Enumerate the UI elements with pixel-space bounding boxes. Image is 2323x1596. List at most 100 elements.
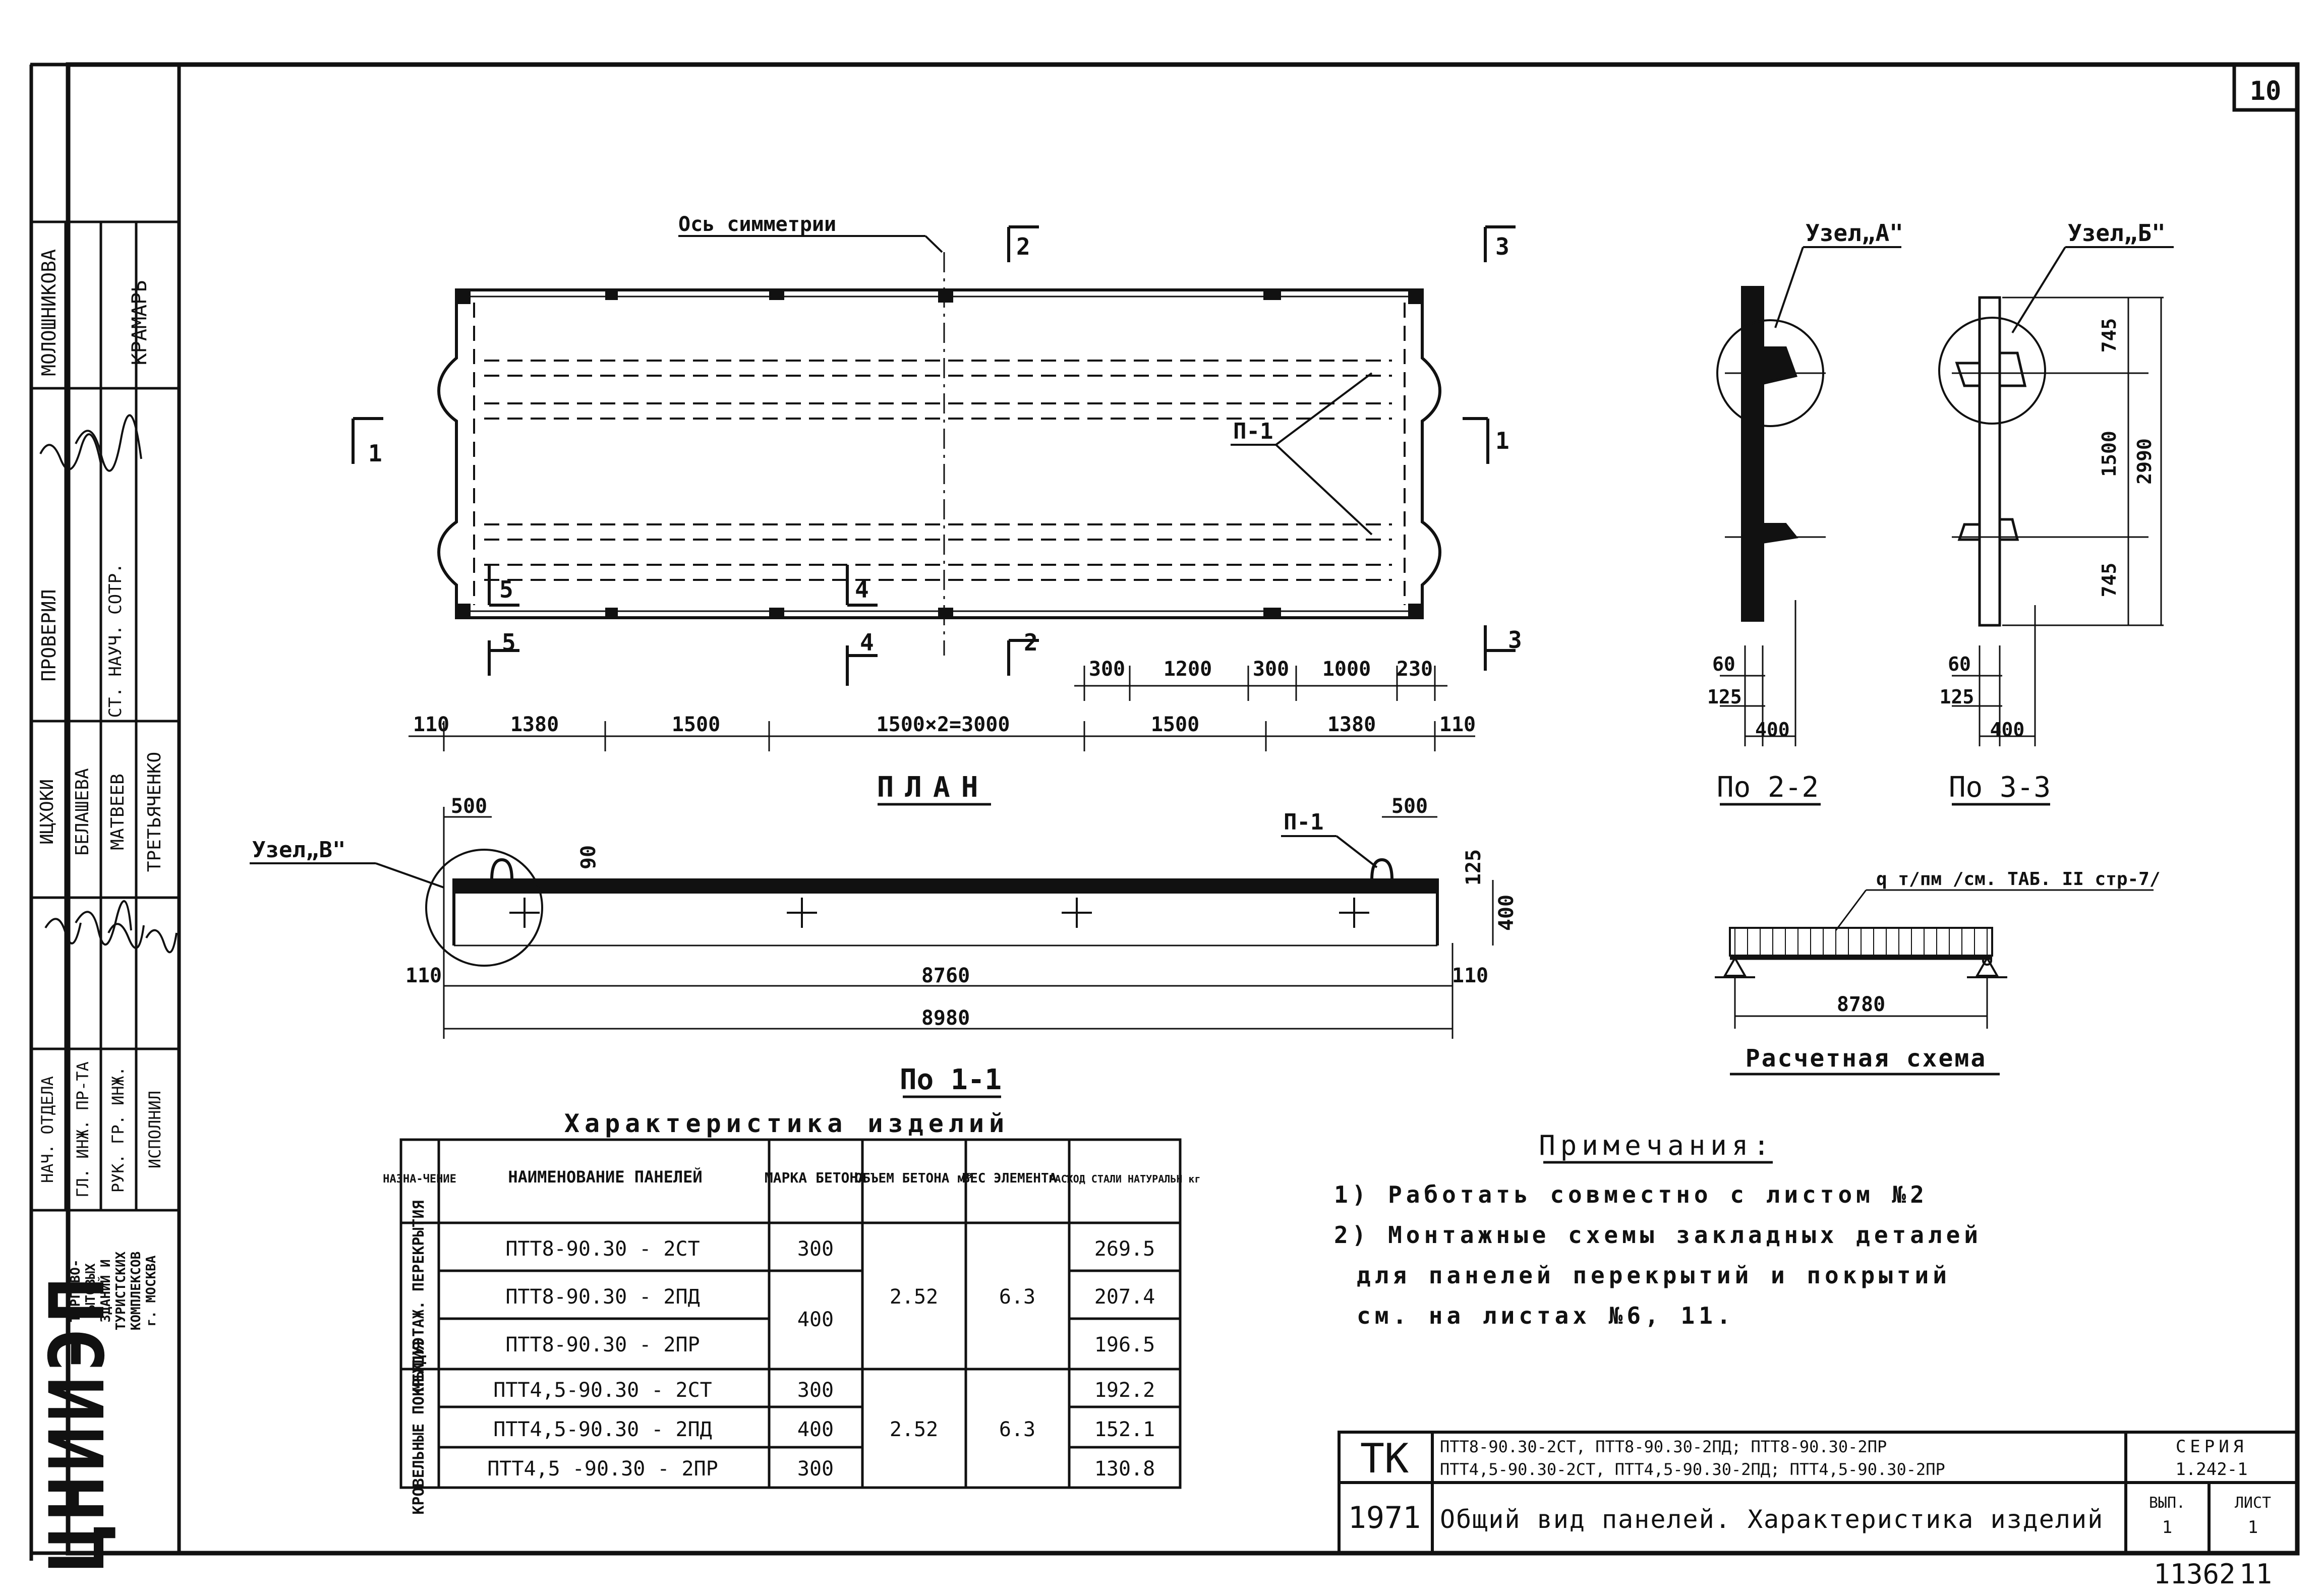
svg-text:5: 5 [502,629,516,656]
section-3-3-view [1938,296,2164,627]
section-3-3-title: По 3-3 [1949,771,2051,804]
tb-description: Общий вид панелей. Характеристика издели… [1440,1505,2104,1534]
svg-text:1500×2=3000: 1500×2=3000 [877,713,1010,736]
note-line: см. на листах №6, 11. [1357,1302,1735,1329]
tb-sheet-value: 1 [2248,1517,2258,1538]
svg-text:2: 2 [1016,233,1030,260]
calc-span: 8780 [1837,993,1885,1016]
svg-text:ОБЪЕМ БЕТОНА м³: ОБЪЕМ БЕТОНА м³ [855,1171,973,1186]
node-a-label: Узел„А" [1806,219,1903,247]
table-cell: 300 [797,1457,834,1481]
plan-bottom-dims: 110 1380 1500 1500×2=3000 1500 1380 110 [413,713,1476,736]
table-cell: ПТТ8-90.30 - 2ПР [505,1333,700,1356]
svg-text:500: 500 [451,795,487,818]
svg-text:60: 60 [1948,653,1971,675]
table-cell: 196.5 [1094,1333,1155,1356]
table-grid [399,1138,1182,1489]
tb-sheet-label: ЛИСТ [2235,1494,2271,1512]
name-4: ТРЕТЬЯЧЕНКО [144,752,165,872]
notes-title: Примечания: [1539,1130,1775,1161]
group-1-purpose: МЕЖДУЭТАЖ. ПЕРЕКРЫТИЯ [410,1200,428,1391]
svg-text:БЫТОВЫХ: БЫТОВЫХ [83,1263,98,1319]
tb-issue-label: ВЫП. [2149,1494,2185,1512]
svg-text:РАСХОД СТАЛИ НАТУРАЛЬН кг: РАСХОД СТАЛИ НАТУРАЛЬН кг [1049,1173,1200,1185]
check-role: СТ. НАУЧ. СОТР. [105,563,126,718]
role-2: ГЛ. ИНЖ. ПР-ТА [73,1061,92,1198]
table-cell: ПТТ8-90.30 - 2СТ [505,1237,700,1261]
table-cell: 6.3 [999,1285,1035,1309]
notes-lines: 1) Работать совместно с листом №2 2) Мон… [1334,1181,1978,1329]
section-cut-markers [352,225,1516,686]
sheet-number: 10 [2250,76,2282,106]
inventory-number: 11362 [2154,1558,2236,1590]
role-1: НАЧ. ОТДЕЛА [38,1076,57,1183]
note-line: для панелей перекрытий и покрытий [1357,1262,1951,1289]
name-2: БЕЛАШЕВА [72,768,93,856]
svg-text:400: 400 [1495,895,1518,931]
section-cut-labels: 1 1 2 2 3 3 4 4 5 5 [368,233,1522,656]
section-1-1-anchors [509,898,1369,928]
svg-text:2990: 2990 [2133,438,2156,485]
svg-text:ТОРГОВО-: ТОРГОВО- [68,1259,83,1322]
svg-text:90: 90 [577,845,600,869]
node-v-label: Узел„В" [252,837,345,863]
table-cell: 300 [797,1237,834,1261]
svg-text:ТУРИСТСКИХ: ТУРИСТСКИХ [113,1251,129,1330]
svg-text:400: 400 [1990,719,2025,741]
table-cell: 207.4 [1094,1285,1155,1309]
plan-dim-lines [409,666,1475,751]
section-3-dim-lines [1952,298,2162,746]
tb-code: ТК [1360,1435,1409,1482]
svg-text:1380: 1380 [510,713,559,736]
section-2-2-title: По 2-2 [1717,771,1819,804]
tb-marks-2: ПТТ4,5-90.30-2СТ, ПТТ4,5-90.30-2ПД; ПТТ4… [1440,1460,1945,1479]
svg-text:300: 300 [1089,658,1125,681]
svg-text:НАИМЕНОВАНИЕ ПАНЕЛЕЙ: НАИМЕНОВАНИЕ ПАНЕЛЕЙ [508,1167,702,1187]
svg-text:1500: 1500 [1151,713,1199,736]
title-block-grid [1338,1431,2299,1555]
svg-text:КОМПЛЕКСОВ: КОМПЛЕКСОВ [129,1252,144,1331]
svg-text:1500: 1500 [2098,431,2120,477]
svg-text:ВЕС ЭЛЕМЕНТА т: ВЕС ЭЛЕМЕНТА т [962,1171,1072,1186]
svg-text:110: 110 [1452,964,1488,987]
svg-text:г. МОСКВА: г. МОСКВА [144,1255,159,1326]
plan-ribs [473,303,1406,605]
svg-text:1000: 1000 [1322,658,1371,681]
svg-text:125: 125 [1707,686,1742,708]
group-2-purpose: КРОВЕЛЬНЫЕ ПОКРЫТИЯ [410,1341,428,1514]
symmetry-axis-label: Ось симметрии [678,213,836,236]
sheet-frame [29,62,2300,1561]
svg-text:400: 400 [1755,719,1790,741]
svg-text:125: 125 [1462,849,1485,885]
section-2-2-view [1716,286,1826,622]
note-line: 1) Работать совместно с листом №2 [1334,1181,1928,1208]
role-3: РУК. ГР. ИНЖ. [108,1067,128,1193]
role-4: ИСПОЛНИЛ [145,1091,164,1168]
left-strip [31,220,179,1212]
section-1-1-view [425,849,1439,967]
section-1-1-title: По 1-1 [900,1063,1002,1096]
plan-top-dims: 300 1200 300 1000 230 [1089,658,1433,681]
tb-year: 1971 [1348,1500,1421,1535]
table-cell: ПТТ4,5 -90.30 - 2ПР [487,1457,718,1481]
svg-text:3: 3 [1508,626,1522,654]
table-cell: ПТТ4,5-90.30 - 2СТ [493,1379,712,1402]
org-logo: ЦНИИЭП [34,1273,122,1571]
table-cell: 300 [797,1379,834,1402]
plan-embedded-parts [456,290,1422,618]
org-block: ТОРГОВО- БЫТОВЫХ ЗДАНИЙ И ТУРИСТСКИХ КОМ… [68,1251,159,1330]
svg-text:230: 230 [1397,658,1433,681]
svg-text:110: 110 [405,964,442,987]
table-cell: 6.3 [999,1418,1035,1441]
svg-text:3: 3 [1495,233,1509,260]
svg-text:8980: 8980 [921,1007,970,1030]
check-label: ПРОВЕРИЛ [38,589,60,681]
svg-text:125: 125 [1940,686,1974,708]
plan-view [437,288,1442,619]
svg-text:4: 4 [860,629,874,656]
table-title: Характеристика изделий [564,1109,1009,1138]
table-cell: 2.52 [890,1285,938,1309]
svg-text:1: 1 [1495,427,1509,454]
table-cell: 130.8 [1094,1457,1155,1481]
tb-issue-value: 1 [2162,1517,2172,1538]
